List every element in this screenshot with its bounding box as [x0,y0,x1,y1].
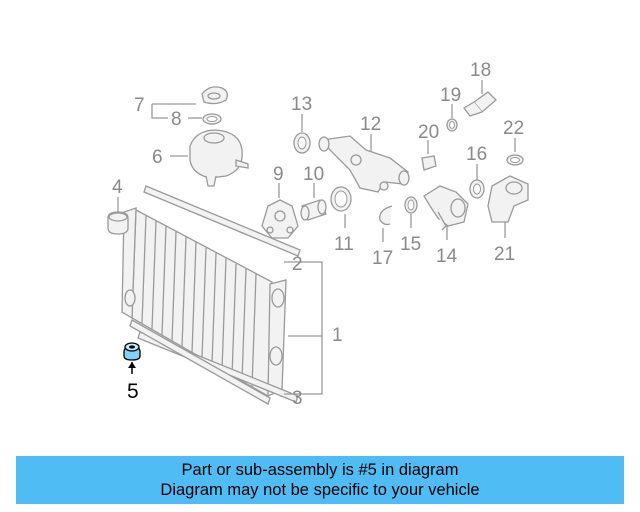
callout-11: 11 [334,234,354,255]
mount-part-5 [123,342,141,374]
callout-8: 8 [171,109,182,130]
callout-5: 5 [127,380,139,403]
oring-part-16 [469,164,485,199]
callout-1: 1 [332,325,343,346]
callout-12: 12 [360,114,381,135]
callout-14: 14 [436,246,458,267]
callout-22: 22 [503,118,524,139]
seal-part-19 [446,104,458,132]
flange-part-21 [487,175,529,238]
callout-19: 19 [440,85,461,106]
callout-3: 3 [292,388,303,409]
coolant-flange-part-12 [318,134,410,193]
callout-20: 20 [418,122,439,143]
callout-15: 15 [400,234,421,255]
sensor-part-18 [463,80,497,117]
banner-line-part-number: Part or sub-assembly is #5 in diagram [181,461,459,479]
expansion-tank-part-6 [170,129,249,187]
seal-part-15 [404,196,418,228]
callout-16: 16 [466,144,487,165]
seal-part-8 [188,113,222,125]
callout-7: 7 [134,95,145,116]
callout-2: 2 [292,254,303,275]
info-banner: Part or sub-assembly is #5 in diagram Di… [16,456,624,504]
callout-9: 9 [273,164,284,185]
callout-18: 18 [470,60,491,81]
callout-6: 6 [152,147,163,168]
callout-10: 10 [303,164,324,185]
housing-part-14 [423,185,469,240]
oring-part-13 [293,114,311,154]
radiator-part [121,185,301,405]
callout-21: 21 [494,244,515,265]
oring-part-11 [330,186,352,228]
banner-line-disclaimer: Diagram may not be specific to your vehi… [160,481,480,499]
bracket-lines [284,261,323,395]
callout-17: 17 [372,248,393,269]
oring-part-22 [506,138,524,166]
callout-labels: 1 2 3 4 5 6 7 8 9 10 11 12 13 14 15 16 1… [112,60,524,409]
cap-part-7 [151,86,228,119]
callout-4: 4 [112,177,123,198]
flange-part-9 [261,183,299,239]
callout-13: 13 [291,94,312,115]
mount-part-4 [107,197,129,235]
parts-diagram: 1 2 3 4 5 6 7 8 9 10 11 12 13 14 15 16 1… [107,60,529,409]
clip-part-20 [421,140,437,171]
connector-part-10 [300,183,327,221]
clip-part-17 [379,205,393,242]
